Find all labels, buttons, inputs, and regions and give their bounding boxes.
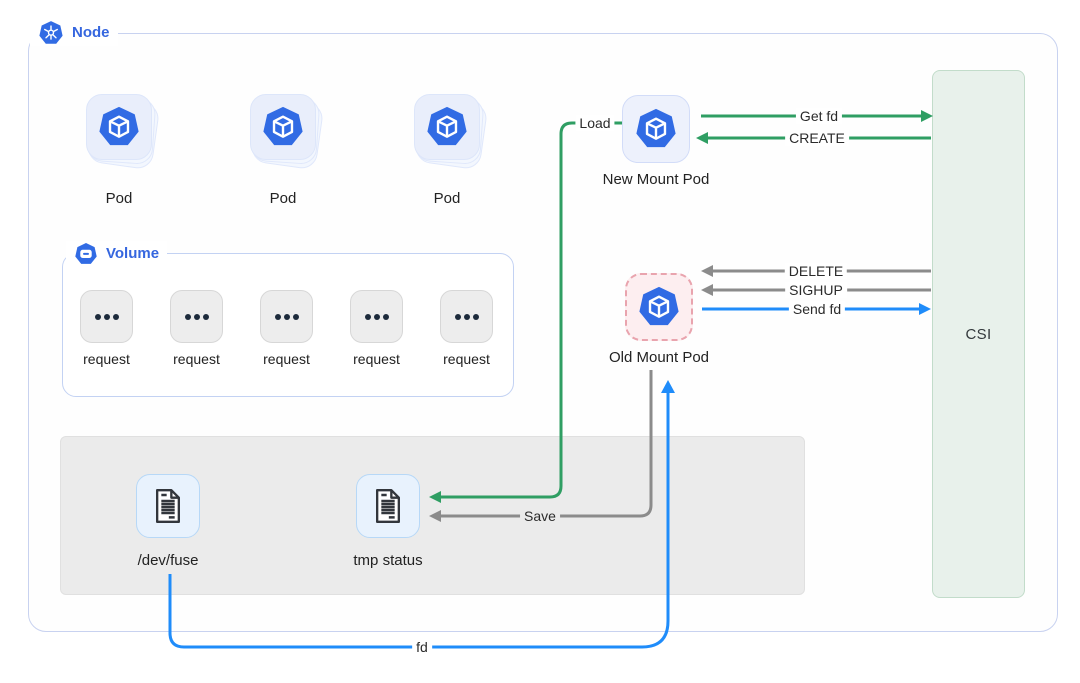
edge-label-create: CREATE	[785, 130, 849, 146]
pod-label: Pod	[269, 190, 297, 207]
kubernetes-pod-icon	[261, 105, 305, 149]
pod-card	[86, 94, 152, 160]
kubernetes-node-icon	[38, 20, 64, 46]
csi-panel: CSI	[932, 70, 1025, 598]
old-mount-pod-card	[625, 273, 693, 341]
volume-icon	[74, 242, 98, 266]
dot	[94, 313, 101, 320]
edge-label-delete: DELETE	[784, 263, 848, 279]
file-document-icon	[148, 486, 188, 526]
kubernetes-pod-icon	[634, 107, 678, 151]
pod-label: Pod	[105, 190, 133, 207]
new-mount-pod-label: New Mount Pod	[602, 171, 710, 188]
edge-label-sighup: SIGHUP	[785, 282, 847, 298]
dot	[454, 313, 461, 320]
csi-label: CSI	[965, 325, 992, 343]
volume-request-1	[80, 290, 133, 343]
edge-label-fd: fd	[412, 639, 432, 655]
pod-label: Pod	[433, 190, 461, 207]
new-mount-pod-card	[622, 95, 690, 163]
dot	[373, 313, 380, 320]
tmp-status-card	[356, 474, 420, 538]
request-label: request	[263, 351, 310, 367]
dot	[463, 313, 470, 320]
tmp-status-label: tmp status	[353, 552, 423, 569]
kubernetes-pod-icon	[97, 105, 141, 149]
edge-label-save: Save	[520, 508, 560, 524]
pod-2: Pod	[249, 94, 325, 207]
volume-request-3	[260, 290, 313, 343]
dot	[184, 313, 191, 320]
dot	[112, 313, 119, 320]
volume-label: Volume	[106, 245, 160, 262]
volume-request-5	[440, 290, 493, 343]
dot	[103, 313, 110, 320]
edge-label-get-fd: Get fd	[795, 108, 843, 124]
pod-card	[250, 94, 316, 160]
file-document-icon	[368, 486, 408, 526]
dot	[292, 313, 299, 320]
node-label: Node	[72, 24, 110, 41]
dot	[283, 313, 290, 320]
request-label: request	[173, 351, 220, 367]
pod-3: Pod	[413, 94, 489, 207]
kubernetes-pod-icon	[425, 105, 469, 149]
volume-group-label: Volume	[66, 241, 168, 267]
dot	[193, 313, 200, 320]
old-mount-pod-label: Old Mount Pod	[608, 349, 710, 366]
pod-1: Pod	[85, 94, 161, 207]
dot	[202, 313, 209, 320]
volume-request-4	[350, 290, 403, 343]
edge-label-send-fd: Send fd	[788, 301, 846, 317]
volume-request-2	[170, 290, 223, 343]
dot	[364, 313, 371, 320]
dev-fuse-card	[136, 474, 200, 538]
request-label: request	[443, 351, 490, 367]
edge-label-load: Load	[575, 115, 615, 131]
kubernetes-pod-icon	[637, 285, 681, 329]
request-label: request	[83, 351, 130, 367]
pod-card	[414, 94, 480, 160]
node-group-label: Node	[30, 20, 118, 46]
dev-fuse-label: /dev/fuse	[137, 552, 199, 569]
dot	[472, 313, 479, 320]
dot	[274, 313, 281, 320]
dot	[382, 313, 389, 320]
request-label: request	[353, 351, 400, 367]
